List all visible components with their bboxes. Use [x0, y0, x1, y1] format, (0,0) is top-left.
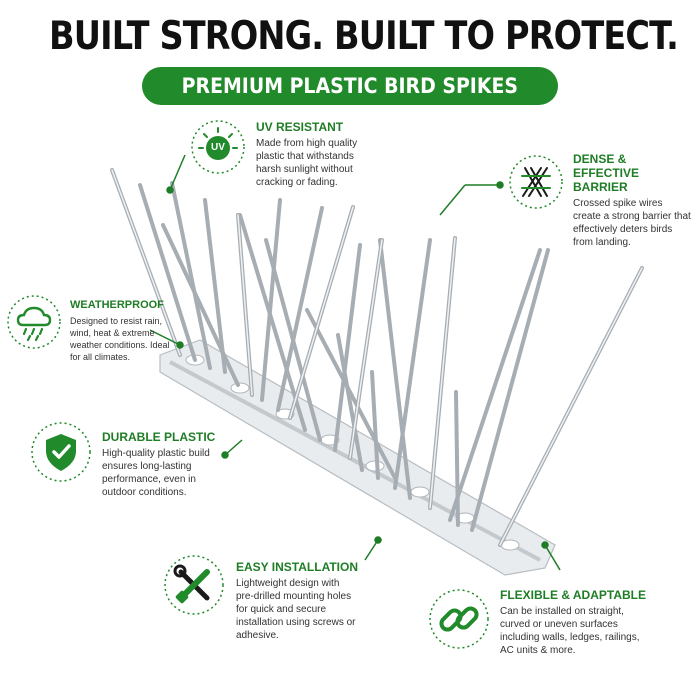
feature-title: EASY INSTALLATION [236, 560, 359, 574]
uv-badge-text: UV [211, 142, 225, 153]
rain-cloud-icon [6, 294, 62, 350]
feature-desc: Crossed spike wires create a strong barr… [573, 198, 691, 248]
feature-title: DURABLE PLASTIC [102, 430, 216, 444]
feature-title: UV RESISTANT [256, 120, 344, 134]
feature-weatherproof: WEATHERPROOF Designed to resist rain, wi… [70, 298, 180, 363]
feature-desc: Made from high quality plastic that with… [256, 138, 358, 188]
feature-title: DENSE & EFFECTIVE BARRIER [573, 152, 640, 194]
feature-desc: Lightweight design with pre-drilled moun… [236, 578, 356, 641]
feature-durable-plastic: DURABLE PLASTIC High-quality plastic bui… [102, 430, 222, 499]
feature-desc: Designed to resist rain, wind, heat & ex… [70, 316, 170, 362]
tools-icon [163, 554, 225, 616]
feature-easy-installation: EASY INSTALLATION Lightweight design wit… [236, 560, 359, 642]
feature-desc: Can be installed on straight, curved or … [500, 606, 640, 656]
feature-title: FLEXIBLE & ADAPTABLE [500, 588, 646, 602]
subheadline-pill: PREMIUM PLASTIC BIRD SPIKES [142, 67, 558, 105]
feature-flexible-adaptable: FLEXIBLE & ADAPTABLE Can be installed on… [500, 588, 646, 657]
feature-title: WEATHERPROOF [70, 299, 164, 311]
uv-sun-icon: UV [190, 119, 246, 175]
subheadline-text: PREMIUM PLASTIC BIRD SPIKES [181, 74, 519, 98]
headline: BUILT STRONG. BUILT TO PROTECT. [49, 14, 679, 59]
crossed-wires-icon [508, 154, 564, 210]
shield-check-icon [30, 421, 92, 483]
feature-dense-barrier: DENSE & EFFECTIVE BARRIER Crossed spike … [573, 152, 693, 249]
chain-link-icon [428, 588, 490, 650]
feature-uv-resistant: UV RESISTANT Made from high quality plas… [256, 120, 381, 189]
feature-desc: High-quality plastic build ensures long-… [102, 448, 210, 498]
callout-pointers [149, 154, 561, 571]
